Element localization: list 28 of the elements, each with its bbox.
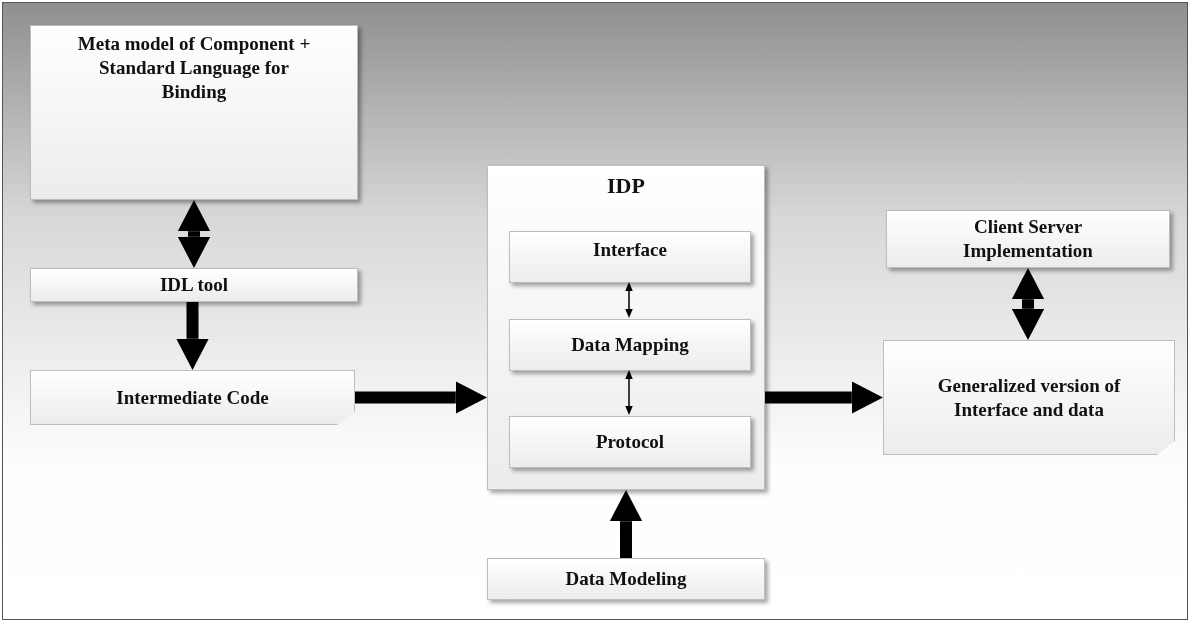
- node-label: Data Mapping: [570, 333, 690, 357]
- process-box: [883, 340, 1175, 455]
- node-label: Generalized version of Interface and data: [936, 373, 1122, 422]
- process-box: [30, 25, 358, 200]
- process-box: [30, 370, 355, 425]
- node-label: Interface: [592, 238, 668, 262]
- process-box: [509, 231, 751, 283]
- process-box: [30, 268, 358, 302]
- process-box: [509, 319, 751, 371]
- arrow: [177, 200, 211, 268]
- arrow: [355, 381, 487, 414]
- arrow: [625, 370, 633, 415]
- arrow: [625, 282, 633, 318]
- process-box: [487, 558, 765, 600]
- node-label: IDP: [606, 172, 646, 200]
- arrow: [1011, 268, 1045, 340]
- arrow: [609, 490, 643, 558]
- node-label: Protocol: [594, 430, 666, 454]
- process-box: [509, 416, 751, 468]
- process-box: [886, 210, 1170, 268]
- arrow: [765, 381, 883, 414]
- node-label: Data Modeling: [564, 567, 688, 591]
- node-label: Client Server Implementation: [962, 215, 1094, 263]
- node-label: Intermediate Code: [115, 385, 270, 410]
- node-label: IDL tool: [158, 273, 230, 297]
- node-label: Meta model of Component + Standard Language for Binding: [76, 32, 312, 104]
- arrow: [176, 302, 209, 370]
- container-box: [487, 165, 765, 490]
